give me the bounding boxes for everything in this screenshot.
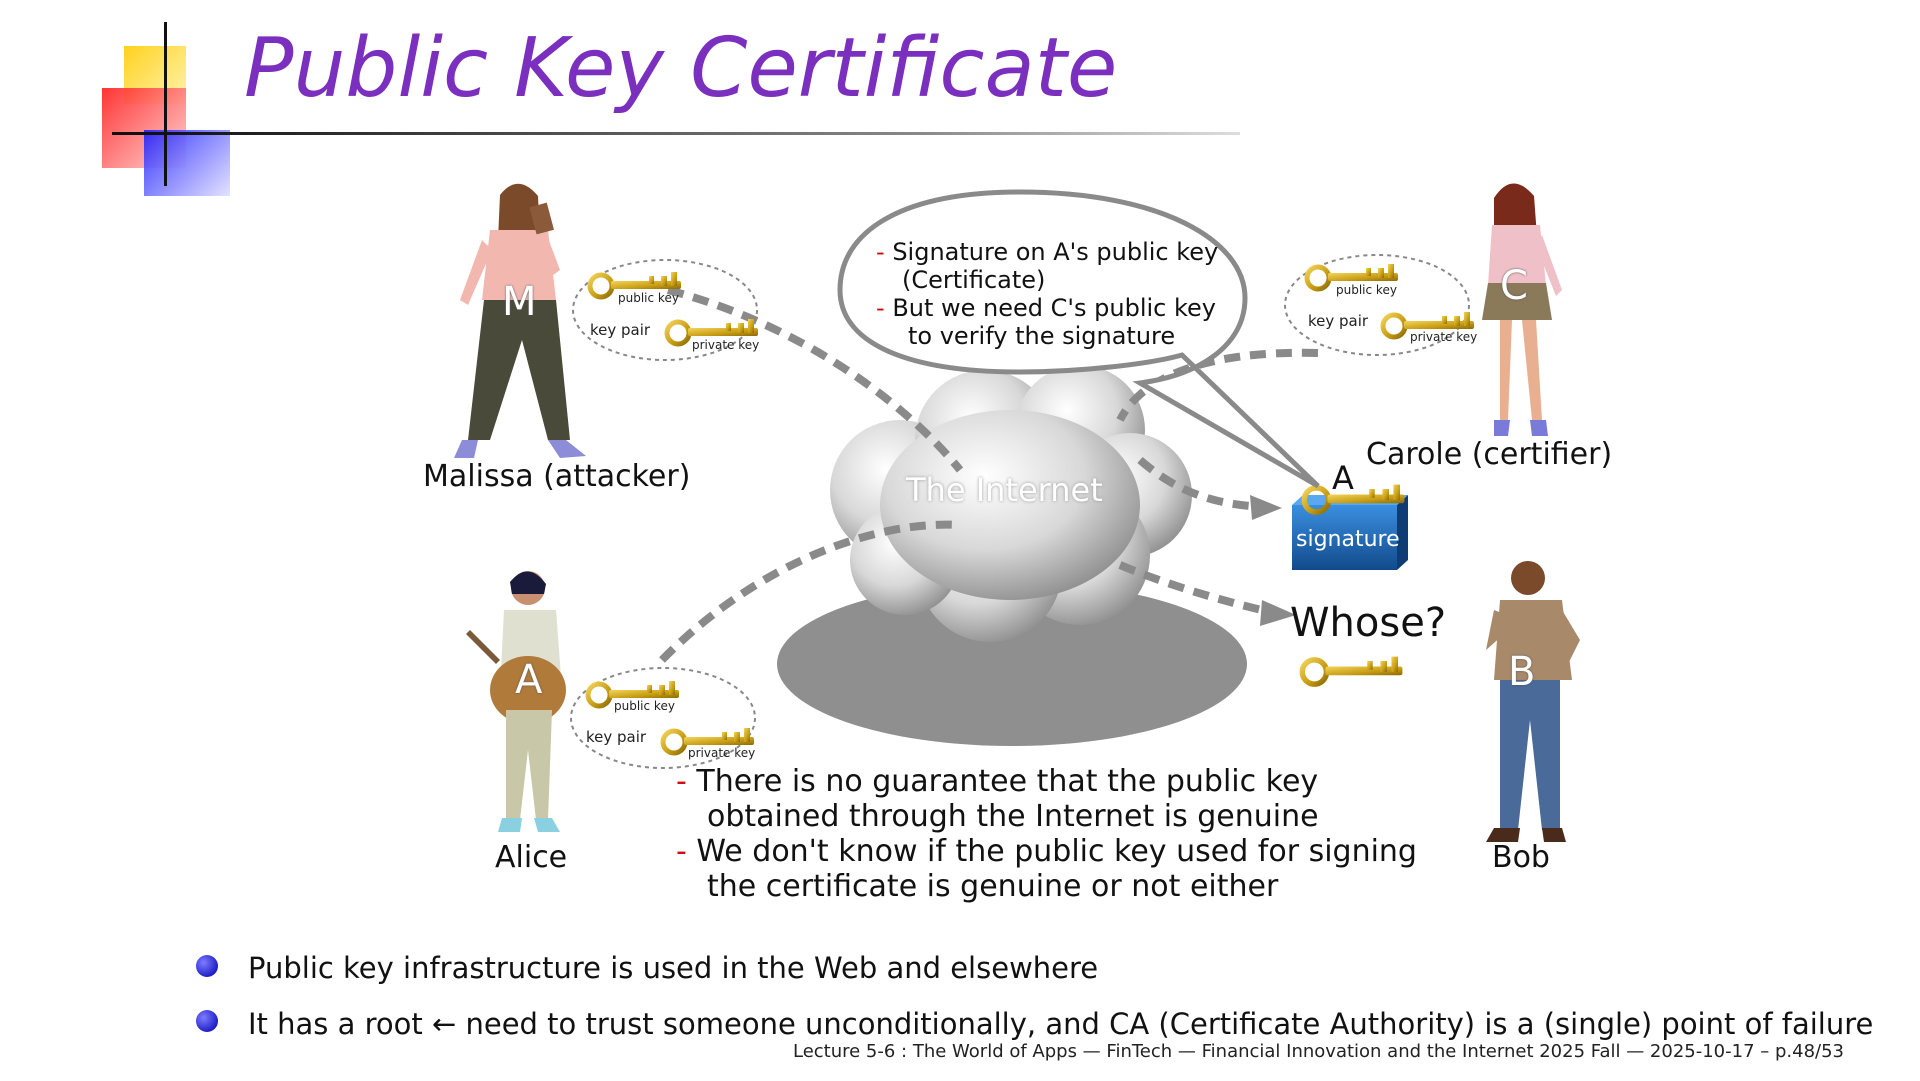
note-line-2: obtained through the Internet is genuine (707, 799, 1319, 834)
speech-bubble (837, 189, 1320, 489)
malissa-private-key-label: private key (692, 338, 760, 352)
note-line-1: - There is no guarantee that the public … (676, 767, 1318, 797)
keypair-ellipse-carole (1284, 254, 1470, 356)
note-line-1-text: There is no guarantee that the public ke… (696, 764, 1319, 799)
bubble-line-1: - Signature on A's public key (876, 240, 1218, 264)
internet-shadow (777, 582, 1247, 746)
bubble-dash-2: - (876, 294, 885, 322)
alice-figure (466, 571, 566, 832)
carole-private-key-label: private key (1410, 330, 1478, 344)
carole-key-pair-label: key pair (1308, 312, 1369, 330)
bullet-1: Public key infrastructure is used in the… (248, 951, 1099, 985)
title-rule (160, 132, 1240, 135)
note-dash-1: - (676, 764, 687, 799)
carole-name: Carole (certifier) (1366, 437, 1613, 472)
alice-key-pair-label: key pair (586, 728, 647, 746)
carole-letter: C (1500, 263, 1528, 309)
malissa-key-pair-label: key pair (590, 321, 651, 339)
internet-label: The Internet (906, 471, 1103, 509)
whose-label: Whose? (1290, 600, 1447, 646)
footer: Lecture 5-6 : The World of Apps — FinTec… (792, 1041, 1844, 1062)
key-icon-whose (1302, 657, 1402, 685)
note-dash-2: - (676, 834, 687, 869)
keypair-ellipse-malissa (572, 259, 758, 361)
carole-figure (1482, 183, 1562, 436)
bubble-line-2: (Certificate) (902, 266, 1046, 294)
malissa-public-key-label: public key (618, 291, 679, 305)
title-logo (100, 22, 240, 196)
note-line-4: the certificate is genuine or not either (707, 869, 1279, 904)
alice-name: Alice (495, 840, 568, 875)
bullet-icon-2 (196, 1010, 218, 1032)
alice-letter: A (515, 657, 543, 703)
bob-figure (1486, 561, 1580, 842)
internet-cloud (830, 365, 1192, 642)
malissa-figure (454, 183, 586, 458)
alice-private-key-label: private key (688, 746, 756, 760)
bubble-line-3: - But we need C's public key (876, 296, 1216, 320)
keypair-ellipse-alice (570, 667, 756, 769)
bubble-line-1-text: Signature on A's public key (892, 238, 1219, 266)
certificate-owner-label: A (1332, 459, 1354, 497)
bubble-dash-1: - (876, 238, 885, 266)
bullet-icon-1 (196, 955, 218, 977)
bullet-2: It has a root ← need to trust someone un… (248, 1007, 1874, 1041)
alice-public-key-label: public key (614, 699, 675, 713)
malissa-name: Malissa (attacker) (423, 459, 691, 494)
note-line-3: - We don't know if the public key used f… (676, 837, 1417, 867)
bob-letter: B (1508, 649, 1536, 695)
certificate-signature-label: signature (1296, 527, 1400, 552)
carole-public-key-label: public key (1336, 283, 1397, 297)
slide-title: Public Key Certificate (244, 21, 1118, 116)
bubble-line-4: to verify the signature (908, 322, 1176, 350)
arrow-heads (1250, 495, 1296, 626)
bubble-line-3-text: But we need C's public key (892, 294, 1216, 322)
malissa-letter: M (502, 279, 537, 325)
note-line-3-text: We don't know if the public key used for… (696, 834, 1417, 869)
bob-name: Bob (1492, 840, 1550, 875)
